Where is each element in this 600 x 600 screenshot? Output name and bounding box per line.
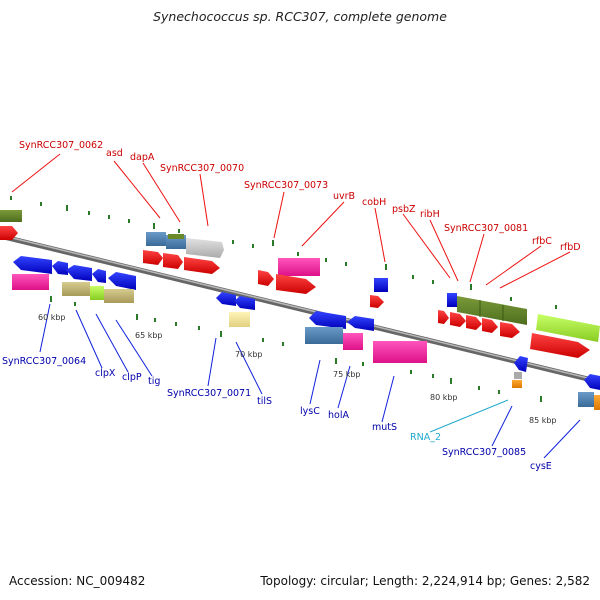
gene-label: holA <box>328 410 349 421</box>
gene-arrow <box>92 269 106 283</box>
rna-leader-line <box>429 399 509 433</box>
gene-box <box>514 372 522 379</box>
gene-box <box>594 395 600 410</box>
gene-arrow <box>530 333 590 358</box>
gene-label: SynRCC307_0085 <box>442 447 526 458</box>
gene-arrow <box>309 311 346 329</box>
gene-box <box>90 286 104 300</box>
gene-arrow <box>0 226 18 240</box>
reverse-genes <box>12 256 600 410</box>
gene-label: SynRCC307_0081 <box>444 223 528 234</box>
gene-label: tig <box>148 376 160 387</box>
gene-arrow <box>163 253 183 269</box>
gene-label: mutS <box>372 422 397 433</box>
gene-label: cysE <box>530 461 552 472</box>
gene-box <box>512 380 522 388</box>
bottom-leader-lines <box>39 303 581 459</box>
gene-label: ribH <box>420 209 440 220</box>
gene-arrow <box>66 265 92 281</box>
backbone <box>0 233 600 385</box>
gene-label: SynRCC307_0071 <box>167 388 251 399</box>
gene-box <box>62 282 90 296</box>
gene-box <box>373 341 427 363</box>
gene-arrow <box>466 315 482 330</box>
gene-arrow <box>186 238 224 258</box>
gene-arrow <box>347 316 374 331</box>
gene-arrow <box>514 356 528 372</box>
gene-label: rfbC <box>532 236 552 247</box>
kbp-label: 75 kbp <box>333 370 361 379</box>
gene-label: dapA <box>130 152 155 163</box>
gene-box <box>146 232 166 246</box>
gene-box <box>168 234 184 239</box>
gene-label: RNA_2 <box>410 432 441 443</box>
gene-arrow <box>457 296 527 325</box>
top-leader-lines <box>11 153 571 289</box>
forward-genes <box>0 210 600 358</box>
gene-box <box>374 278 388 292</box>
gene-arrow <box>216 292 236 306</box>
gene-arrow <box>450 312 466 327</box>
gene-box <box>305 327 343 344</box>
gene-box <box>447 293 457 307</box>
gene-label: SynRCC307_0064 <box>2 356 86 367</box>
bottom-gene-labels: SynRCC307_0064 clpX clpP tig SynRCC307_0… <box>2 356 552 472</box>
gene-arrow <box>108 272 136 290</box>
gene-box <box>12 274 49 290</box>
gene-arrow <box>536 314 600 342</box>
gene-arrow <box>482 318 498 333</box>
gene-arrow <box>234 296 255 310</box>
tick-marks <box>10 196 557 402</box>
gene-label: tilS <box>257 396 272 407</box>
gene-arrow <box>184 257 220 274</box>
gene-label: SynRCC307_0073 <box>244 180 328 191</box>
gene-arrow <box>143 250 163 265</box>
gene-label: SynRCC307_0070 <box>160 163 244 174</box>
gene-arrow <box>13 256 52 274</box>
gene-label: clpX <box>95 368 116 379</box>
kbp-labels: 60 kbp 65 kbp 70 kbp 75 kbp 80 kbp 85 kb… <box>38 313 557 425</box>
gene-box <box>104 289 134 303</box>
gene-arrow <box>370 295 384 308</box>
gene-arrow <box>52 261 68 275</box>
gene-label: rfbD <box>560 242 581 253</box>
kbp-label: 70 kbp <box>235 350 263 359</box>
gene-label: clpP <box>122 372 142 383</box>
gene-label: uvrB <box>333 191 355 202</box>
gene-arrow <box>276 274 316 294</box>
gene-label: psbZ <box>392 204 416 215</box>
top-gene-labels: SynRCC307_0062 asd dapA SynRCC307_0070 S… <box>19 140 581 253</box>
gene-box <box>578 392 594 407</box>
gene-box <box>278 258 320 276</box>
genome-summary-text: Topology: circular; Length: 2,224,914 bp… <box>260 574 590 588</box>
gene-label: cobH <box>362 197 386 208</box>
accession-text: Accession: NC_009482 <box>9 574 146 588</box>
gene-arrow <box>0 210 22 222</box>
kbp-label: 65 kbp <box>135 331 163 340</box>
gene-label: SynRCC307_0062 <box>19 140 103 151</box>
kbp-label: 80 kbp <box>430 393 458 402</box>
kbp-label: 85 kbp <box>529 416 557 425</box>
gene-label: asd <box>106 148 123 159</box>
gene-arrow <box>438 310 449 324</box>
gene-arrow <box>584 374 600 390</box>
gene-arrow <box>258 270 274 286</box>
gene-box <box>343 333 363 350</box>
map-title: Synechococcus sp. RCC307, complete genom… <box>153 9 447 24</box>
gene-arrow <box>500 322 520 338</box>
gene-label: lysC <box>300 406 320 417</box>
kbp-label: 60 kbp <box>38 313 66 322</box>
gene-box <box>229 312 250 327</box>
